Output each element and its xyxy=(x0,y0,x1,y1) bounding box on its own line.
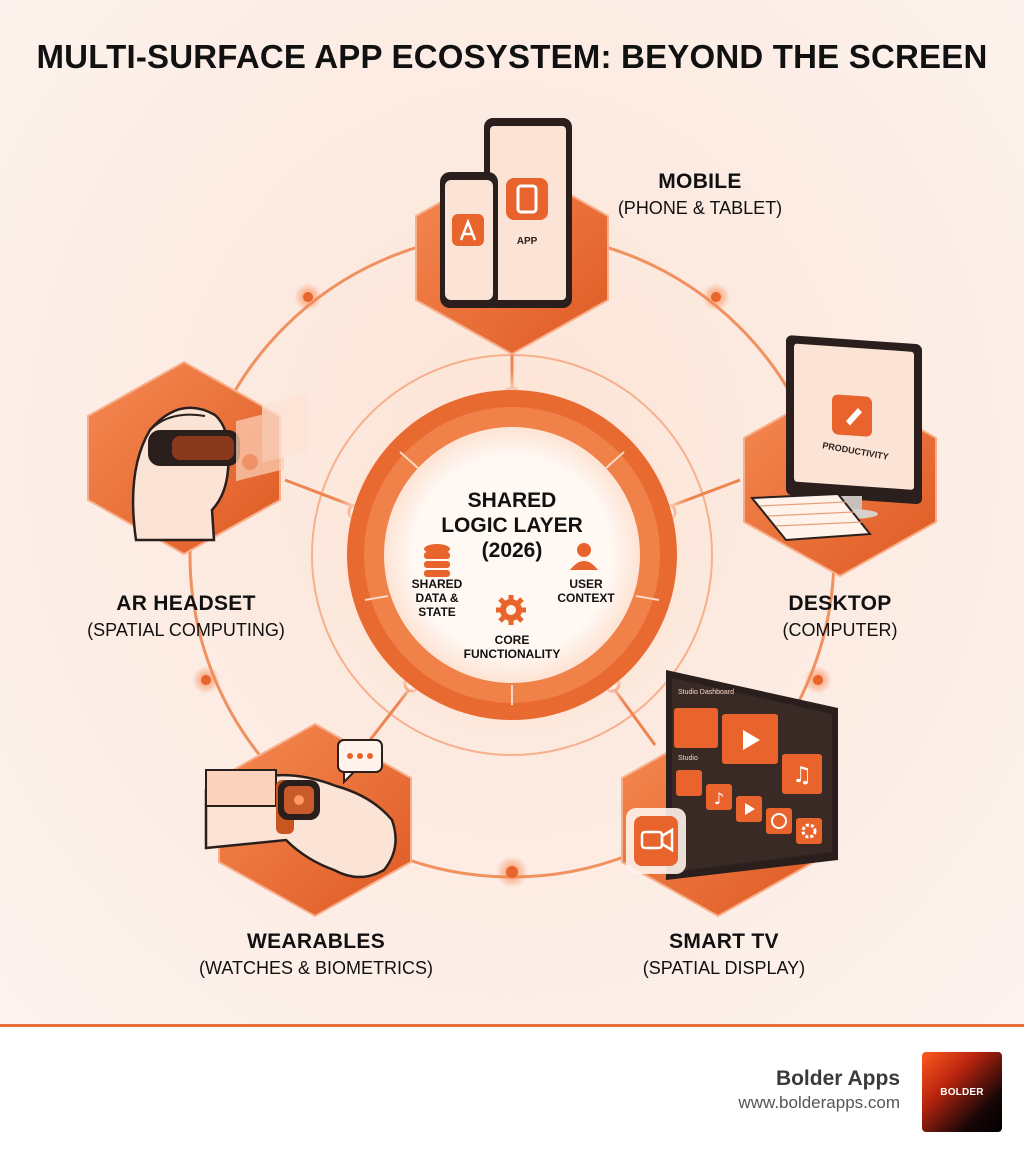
ar-headset-desc: (SPATIAL COMPUTING) xyxy=(87,620,285,640)
core-title-line3: (2026) xyxy=(481,539,543,562)
desktop-desc: (COMPUTER) xyxy=(782,620,898,640)
footer xyxy=(0,1027,1024,1154)
ar-headset-label: AR HEADSET (SPATIAL COMPUTING) xyxy=(66,592,306,641)
core-item-user-context: USER CONTEXT xyxy=(546,577,626,605)
core-item-user-line1: USER xyxy=(569,577,603,591)
footer-divider xyxy=(0,1024,1024,1027)
mobile-label: MOBILE (PHONE & TABLET) xyxy=(590,170,810,219)
smart-tv-surface-tile: Studio Dashboard ♫ Studio ♪ xyxy=(621,670,838,918)
wearables-label: WEARABLES (WATCHES & BIOMETRICS) xyxy=(186,930,446,979)
monitor-device: PRODUCTIVITY xyxy=(749,335,922,542)
smart-tv-desc: (SPATIAL DISPLAY) xyxy=(642,958,806,978)
app-store-icon xyxy=(459,218,477,241)
core-title-line2: LOGIC LAYER xyxy=(441,514,583,537)
desktop-surface-tile: PRODUCTIVITY xyxy=(743,335,937,578)
core-item-data-line3: STATE xyxy=(418,605,456,619)
tv-row-label: Studio xyxy=(678,755,698,762)
brand-logo[interactable]: BOLDER xyxy=(922,1052,1002,1132)
desktop-name: DESKTOP xyxy=(788,592,892,615)
core-item-core-line2: FUNCTIONALITY xyxy=(463,647,561,661)
pencil-icon xyxy=(846,407,862,426)
music-note-icon: ♫ xyxy=(792,763,812,788)
tablet-device: APP xyxy=(484,118,572,308)
chat-bubble-icon xyxy=(337,739,383,785)
tv-screen: Studio Dashboard ♫ Studio ♪ xyxy=(666,670,838,880)
smart-tv-name: SMART TV xyxy=(669,930,779,953)
brand-name[interactable]: Bolder Apps xyxy=(775,1067,900,1090)
phone-device xyxy=(440,172,498,308)
wearables-surface-tile xyxy=(204,722,412,918)
gear-icon xyxy=(496,595,526,625)
database-icon xyxy=(424,544,450,577)
smart-tv-label: SMART TV (SPATIAL DISPLAY) xyxy=(614,930,834,979)
core-item-data-line1: SHARED xyxy=(411,577,463,591)
user-icon xyxy=(570,543,598,570)
core-item-data-line2: DATA & xyxy=(415,591,459,605)
svg-text:♪: ♪ xyxy=(714,789,724,808)
core-title: SHARED LOGIC LAYER (2026) xyxy=(432,488,592,563)
core-item-functionality: CORE FUNCTIONALITY xyxy=(432,633,592,661)
mobile-desc: (PHONE & TABLET) xyxy=(617,198,783,218)
wearables-name: WEARABLES xyxy=(246,930,386,953)
video-camera-icon xyxy=(626,808,686,874)
tv-dashboard-label: Studio Dashboard xyxy=(678,689,734,696)
core-item-user-line2: CONTEXT xyxy=(557,591,615,605)
core-title-line1: SHARED xyxy=(467,489,557,512)
ar-headset-surface-tile xyxy=(87,360,308,556)
page-title: MULTI-SURFACE APP ECOSYSTEM: BEYOND THE … xyxy=(36,38,988,75)
shared-logic-core xyxy=(340,383,684,727)
desktop-label: DESKTOP (COMPUTER) xyxy=(740,592,940,641)
brand-logo-text: BOLDER xyxy=(940,1086,984,1098)
core-item-core-line1: CORE xyxy=(494,633,530,647)
ar-hologram-panels xyxy=(236,393,308,482)
ar-headset-name: AR HEADSET xyxy=(116,592,256,615)
mobile-surface-tile: APP xyxy=(415,118,609,356)
mobile-app-label: APP xyxy=(517,236,538,247)
brand-url[interactable]: www.bolderapps.com xyxy=(738,1093,900,1112)
core-item-data-state: SHARED DATA & STATE xyxy=(397,577,477,619)
wearables-desc: (WATCHES & BIOMETRICS) xyxy=(199,958,433,978)
ecosystem-diagram: APP PRODUCTIVITY xyxy=(87,118,937,918)
play-icon xyxy=(743,730,760,750)
mobile-name: MOBILE xyxy=(658,170,742,193)
